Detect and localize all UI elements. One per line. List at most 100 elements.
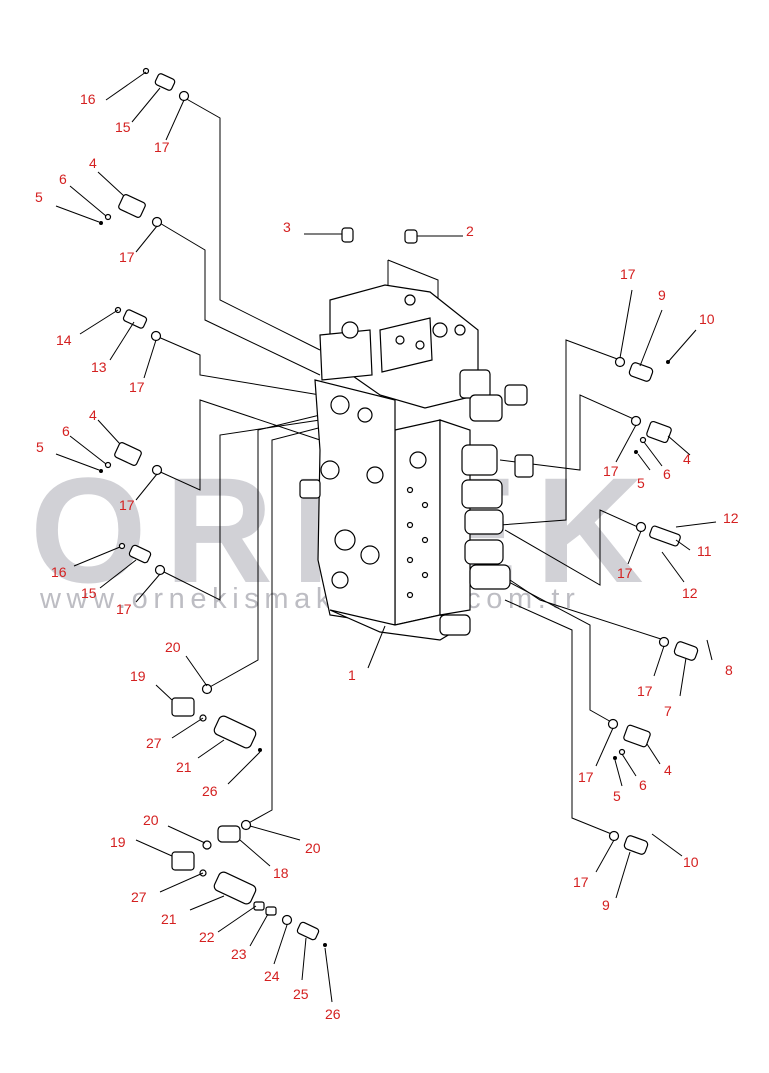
callout-12: 12	[682, 585, 698, 601]
fitting-20	[240, 819, 252, 831]
fitting-16	[142, 67, 150, 75]
fitting-4	[118, 194, 146, 218]
fitting-25	[296, 921, 320, 941]
fitting-4	[623, 724, 651, 748]
fitting-17	[614, 356, 626, 368]
callout-15: 15	[81, 585, 97, 601]
fitting-16	[118, 542, 126, 550]
callout-21: 21	[161, 911, 177, 927]
callout-4: 4	[89, 155, 97, 171]
callout-3: 3	[283, 219, 291, 235]
callout-17: 17	[637, 683, 653, 699]
fitting-18	[217, 825, 241, 843]
callout-5: 5	[637, 475, 645, 491]
callout-12: 12	[723, 510, 739, 526]
hose-line	[504, 599, 615, 836]
callout-16: 16	[51, 564, 67, 580]
hose-line	[509, 579, 665, 641]
callout-17: 17	[119, 497, 135, 513]
callout-17: 17	[573, 874, 589, 890]
fitting-9	[628, 362, 654, 382]
callout-15: 15	[115, 119, 131, 135]
callout-20: 20	[305, 840, 321, 856]
fitting-20	[201, 683, 213, 695]
callout-17: 17	[129, 379, 145, 395]
fitting-17	[607, 718, 619, 730]
fitting-17	[658, 636, 670, 648]
fitting-6	[104, 213, 112, 221]
callout-labels: 16 15 17 4 6 5 17 3 2 14 13 17 4 6 5 17 …	[35, 91, 739, 1022]
callout-26: 26	[202, 783, 218, 799]
callout-14: 14	[56, 332, 72, 348]
callout-13: 13	[91, 359, 107, 375]
callout-19: 19	[110, 834, 126, 850]
fitting-4	[114, 442, 142, 466]
leader-lines	[55, 71, 717, 1003]
fitting-22	[253, 901, 265, 911]
fitting-11	[649, 525, 681, 547]
fitting-17	[178, 90, 190, 102]
callout-6: 6	[663, 466, 671, 482]
callout-4: 4	[683, 451, 691, 467]
fitting-21	[213, 715, 257, 749]
spool-caps	[299, 369, 534, 636]
fitting-6	[639, 436, 647, 444]
callout-22: 22	[199, 929, 215, 945]
hose-line	[207, 414, 321, 689]
valve-top-block-face	[379, 317, 433, 373]
fitting-17	[151, 464, 163, 476]
callout-1: 1	[348, 667, 356, 683]
fitting-7	[673, 641, 699, 661]
fitting-17	[150, 330, 162, 342]
callout-11: 11	[697, 543, 712, 559]
callout-20: 20	[165, 639, 181, 655]
callout-24: 24	[264, 968, 280, 984]
callout-9: 9	[602, 897, 610, 913]
fitting-5	[613, 756, 617, 760]
fitting-13	[122, 309, 148, 329]
callout-23: 23	[231, 946, 247, 962]
fitting-6	[104, 461, 112, 469]
fitting-4	[646, 420, 672, 444]
callout-6: 6	[59, 171, 67, 187]
valve-ports	[320, 294, 466, 599]
main-control-valve	[299, 284, 534, 641]
valve-body	[394, 419, 441, 626]
callout-21: 21	[176, 759, 192, 775]
fitting-3	[341, 227, 354, 243]
callout-17: 17	[154, 139, 170, 155]
callout-26: 26	[325, 1006, 341, 1022]
fitting-17	[608, 830, 620, 842]
fitting-19	[171, 851, 195, 871]
fitting-21	[213, 871, 257, 905]
fitting-9	[623, 835, 649, 855]
callout-27: 27	[131, 889, 147, 905]
fitting-23	[265, 906, 277, 916]
valve-left-section	[314, 379, 396, 626]
hose-line	[244, 424, 331, 826]
callout-6: 6	[62, 423, 70, 439]
callout-19: 19	[130, 668, 146, 684]
callout-17: 17	[116, 601, 132, 617]
hose-line	[504, 579, 614, 724]
callout-5: 5	[35, 189, 43, 205]
hose-line	[504, 509, 641, 586]
callout-6: 6	[639, 777, 647, 793]
fitting-19	[171, 697, 195, 717]
callout-27: 27	[146, 735, 162, 751]
hose-line	[157, 221, 321, 376]
fitting-17	[630, 415, 642, 427]
callout-16: 16	[80, 91, 96, 107]
callout-10: 10	[699, 311, 715, 327]
callout-4: 4	[664, 762, 672, 778]
callout-25: 25	[293, 986, 309, 1002]
callout-9: 9	[658, 287, 666, 303]
callout-20: 20	[143, 812, 159, 828]
hose-line	[155, 399, 321, 491]
callout-18: 18	[273, 865, 289, 881]
fitting-26	[258, 748, 262, 752]
fitting-5	[99, 469, 103, 473]
callout-17: 17	[578, 769, 594, 785]
fitting-15	[128, 544, 152, 564]
